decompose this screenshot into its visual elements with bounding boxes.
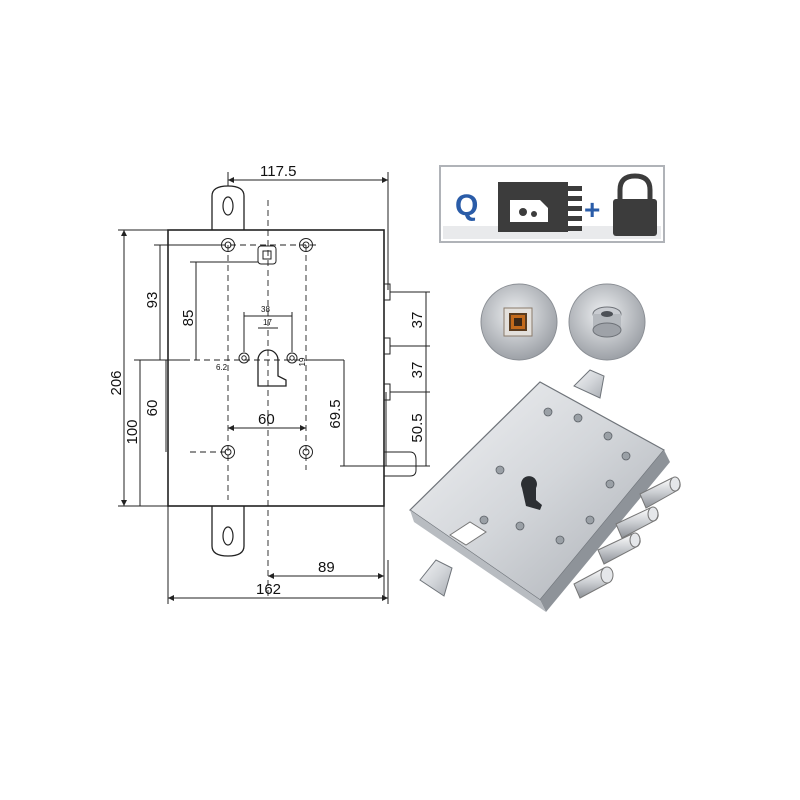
spindle-square xyxy=(257,245,277,265)
spindle-closeup-photo xyxy=(480,283,558,361)
dim-100: 100 xyxy=(124,419,141,444)
dim-19: 19 xyxy=(298,357,307,366)
top-mounting-tab xyxy=(211,185,245,230)
dim-60-left: 60 xyxy=(144,400,161,417)
dim-50-5: 50.5 xyxy=(409,413,426,442)
cylinder-fixing-hole xyxy=(238,352,250,364)
bottom-mounting-tab xyxy=(211,506,245,557)
lock-keyhole xyxy=(521,476,542,510)
lock-body-photo xyxy=(409,369,681,612)
dim-37-top: 37 xyxy=(409,312,426,329)
dim-162: 162 xyxy=(256,581,281,598)
feature-badge: Q + xyxy=(439,165,665,243)
dim-38: 38 xyxy=(261,305,270,314)
bolt-stub-1 xyxy=(383,283,391,301)
dimension-labels: 117.5 206 93 85 100 60 60 38 17 19 6.2 3… xyxy=(108,163,426,598)
dim-69-5: 69.5 xyxy=(327,399,344,428)
dim-60-center: 60 xyxy=(258,411,275,428)
lock-bolts xyxy=(573,476,681,599)
badge-q-letter: Q xyxy=(455,189,478,222)
dim-117-5: 117.5 xyxy=(260,163,296,180)
dim-93: 93 xyxy=(144,292,161,309)
dim-85: 85 xyxy=(180,310,197,327)
keyhole-outline xyxy=(257,349,287,387)
padlock-icon xyxy=(613,173,657,236)
dim-89: 89 xyxy=(318,559,335,576)
center-lines xyxy=(184,200,320,600)
lock-plate-outline xyxy=(167,229,385,507)
badge-plus-sign: + xyxy=(584,194,600,225)
technical-drawing xyxy=(118,172,430,604)
deadbolt-stub xyxy=(384,451,417,477)
pin-closeup-photo xyxy=(568,283,646,361)
dim-37-bottom: 37 xyxy=(409,362,426,379)
bolt-stub-3 xyxy=(383,383,391,401)
dim-6-2: 6.2 xyxy=(216,363,228,372)
dim-17: 17 xyxy=(263,318,272,327)
cylinder-fixing-hole xyxy=(286,352,298,364)
dim-206: 206 xyxy=(108,370,125,395)
bolt-stub-2 xyxy=(383,337,391,355)
key-card-icon xyxy=(498,182,582,232)
